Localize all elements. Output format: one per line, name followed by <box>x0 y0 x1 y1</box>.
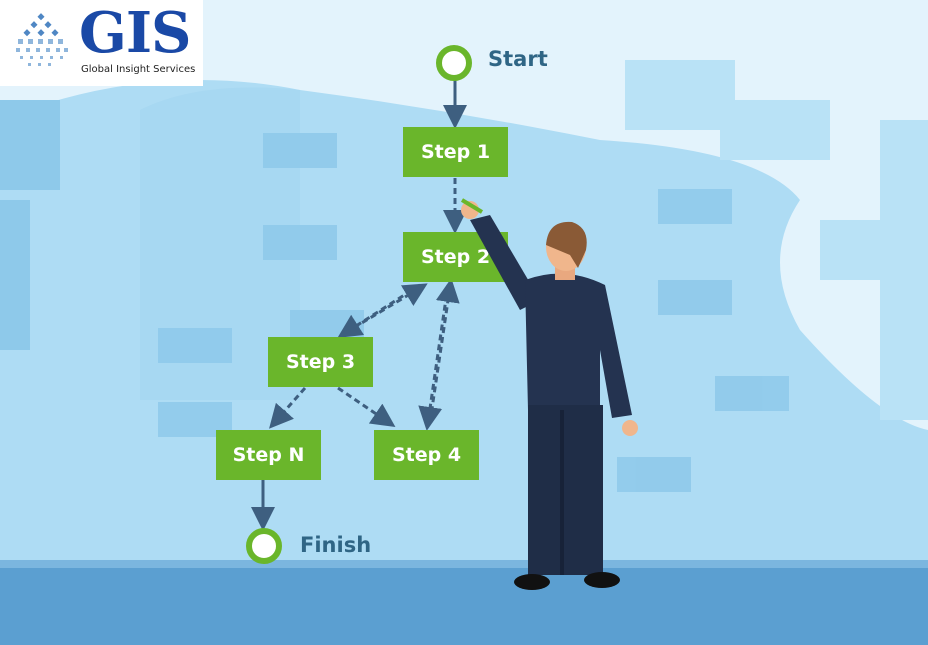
gis-logo: GIS Global Insight Services <box>0 0 203 86</box>
logo-tagline: Global Insight Services <box>81 64 196 75</box>
background-stairs-right <box>625 60 928 420</box>
finish-label: Finish <box>300 533 372 557</box>
background-shade <box>140 87 300 400</box>
floor-edge <box>0 560 928 568</box>
step-4-box: Step 4 <box>374 430 479 480</box>
step-2-box: Step 2 <box>403 232 508 282</box>
start-node <box>436 45 472 81</box>
step-n-box: Step N <box>216 430 321 480</box>
floor <box>0 560 928 645</box>
background-stairs-left <box>0 100 60 350</box>
start-label: Start <box>488 47 548 71</box>
logo-brand-text: GIS <box>79 0 191 66</box>
step-1-box: Step 1 <box>403 127 508 177</box>
flow-arrows <box>251 80 467 531</box>
finish-node <box>246 528 282 564</box>
faded-boxes <box>158 133 789 492</box>
step-3-box: Step 3 <box>268 337 373 387</box>
logo-diamond-icon <box>16 13 68 66</box>
